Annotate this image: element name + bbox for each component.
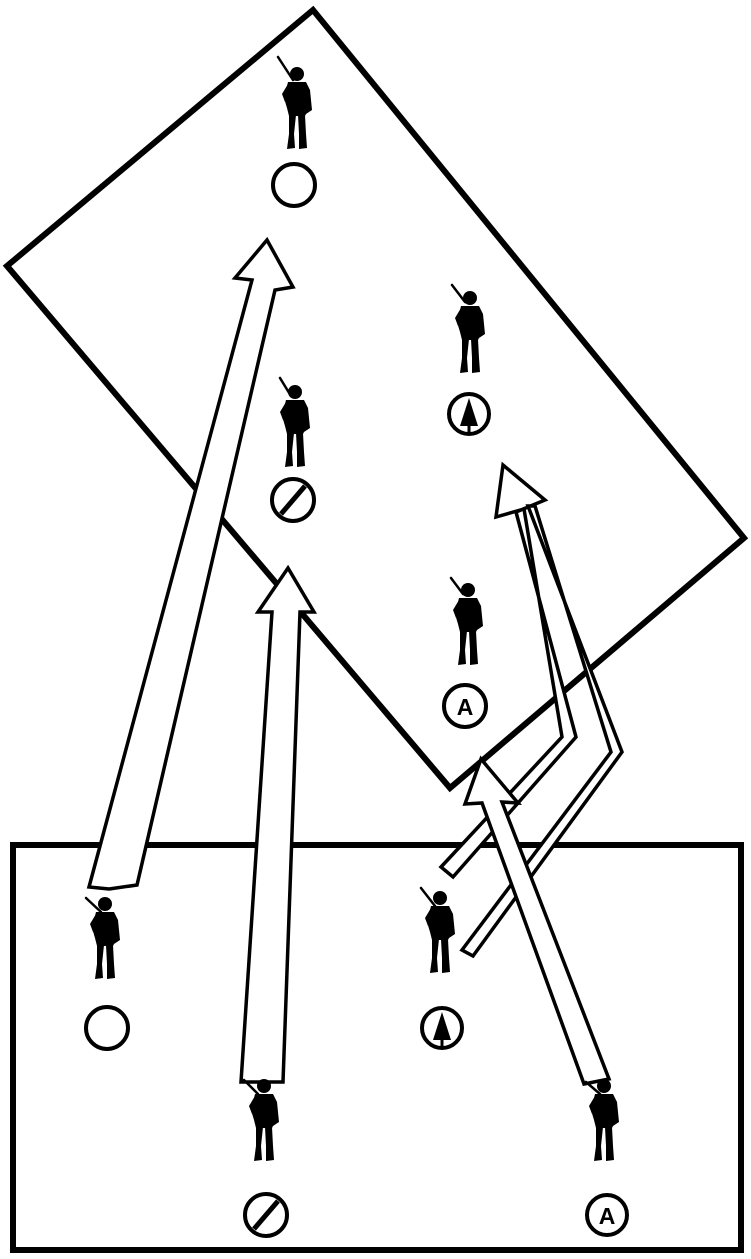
soldier-silhouette (280, 385, 310, 467)
soldier-silhouette (282, 67, 312, 149)
arrow-team-leader (86, 236, 296, 891)
arrow-automatic-rifleman (462, 755, 612, 1087)
soldier-silhouette (425, 891, 455, 973)
circle-icon (271, 162, 317, 208)
rifles (84, 55, 602, 1096)
formation-rectangle-start (10, 842, 744, 1253)
circle-slash-icon (243, 1192, 289, 1238)
circle-arrow-icon (447, 392, 491, 436)
circle-icon (84, 1005, 130, 1051)
movement-arrows (86, 236, 624, 1087)
soldier-silhouette (90, 897, 120, 979)
marker-letter: A (457, 694, 474, 720)
formation-diamond-destination (2, 5, 749, 793)
arrow-grenadier (239, 564, 318, 1084)
position-markers: A A (84, 162, 629, 1238)
soldier-silhouette (453, 583, 483, 665)
circle-letter-icon: A (442, 683, 488, 729)
circle-slash-icon (270, 477, 316, 523)
arrow-rifleman-dogleg (459, 504, 624, 959)
circle-letter-icon: A (585, 1193, 629, 1237)
soldier-silhouette (589, 1079, 619, 1161)
circle-arrow-icon (420, 1006, 464, 1050)
soldier-silhouette (249, 1079, 279, 1161)
marker-letter: A (599, 1203, 616, 1229)
soldier-silhouette (455, 291, 485, 373)
